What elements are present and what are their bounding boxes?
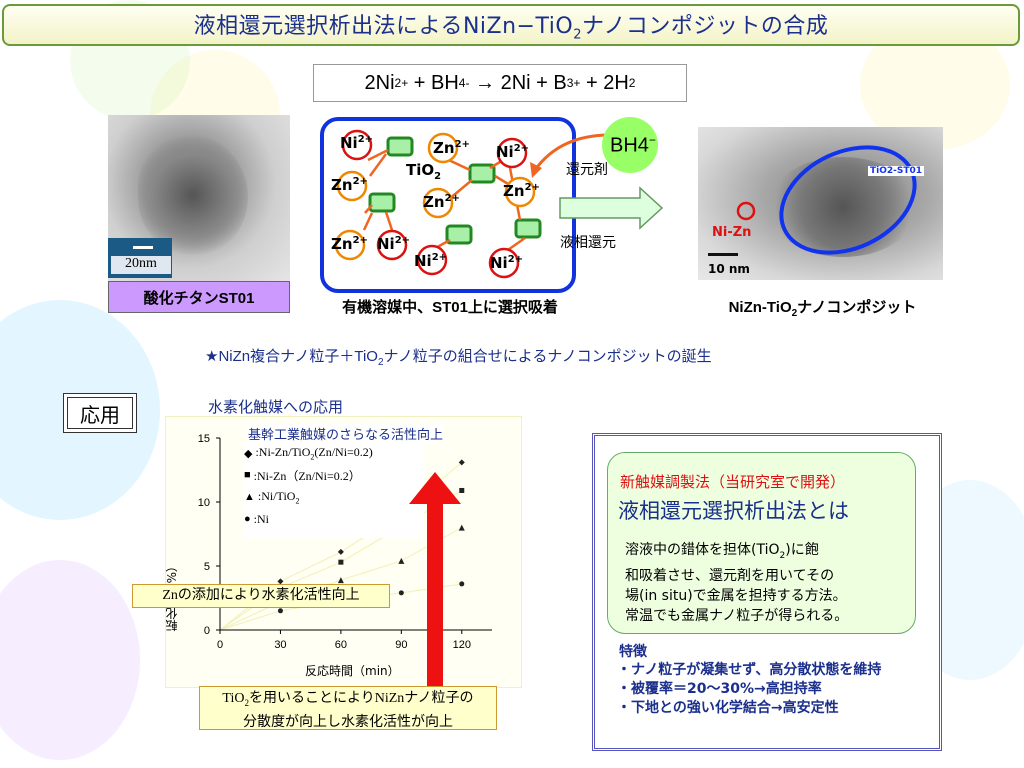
data-point-triangle [458,524,465,531]
triangle-marker-icon: ▲ [244,491,255,503]
nanocomposite-summary: ★NiZn複合ナノ粒子＋TiO2ナノ粒子の組合せによるナノコンポジットの誕生 [205,348,712,368]
ion-label-ni: Ni2+ [496,143,530,161]
y-tick-label: 5 [204,561,210,573]
ni-ion-circles [341,129,528,279]
nizn-tem-overlay [708,145,917,256]
data-point-diamond [277,578,284,585]
legend-item: ▲:Ni/TiO2 [244,488,300,506]
scale-bar-line [133,246,153,249]
adsorption-diagram-graphics [334,117,664,279]
title-bar: 液相還元選択析出法によるNiZn−TiO2ナノコンポジットの合成 [2,4,1020,46]
data-point-circle [459,581,465,587]
page-title: 液相還元選択析出法によるNiZn−TiO2ナノコンポジットの合成 [193,13,829,43]
x-tick-label: 0 [217,639,223,651]
ion-label-zn: Zn2+ [331,176,368,194]
zn-effect-note: Znの添加により水素化活性向上 [132,584,390,608]
liquid-reduction-label: 液相還元 [560,235,616,251]
data-point-circle [277,608,283,614]
diamond-marker-icon: ◆ [244,447,253,460]
application-label: 応用 [63,393,137,433]
ion-label-ni: Ni2+ [340,134,374,152]
x-tick-label: 30 [274,639,286,651]
method-subtitle: 新触媒調製法（当研究室で開発） [620,473,846,491]
circle-marker-icon: ● [244,513,251,525]
y-tick-label: 15 [198,433,210,445]
liquid-reduction-arrow [559,186,664,230]
ion-label-zn: Zn2+ [423,193,460,211]
ion-label-ni: Ni2+ [414,252,448,270]
nizn-photo-label: Ni-Zn [712,225,752,240]
hydrogenation-heading: 水素化触媒への応用 [208,398,344,416]
reductant-curve [533,133,611,171]
zn-ion-circles [334,132,536,261]
scale-bar-10nm [708,253,738,256]
ion-label-zn: Zn2+ [433,139,470,157]
chart-title: 基幹工業触媒のさらなる活性向上 [248,424,444,443]
x-tick-label: 120 [453,639,471,651]
ion-label-ni: Ni2+ [490,254,524,272]
data-point-triangle [398,557,405,564]
nizn-marker-circle [736,201,756,221]
data-point-diamond [337,548,344,555]
bh4-label: BH4− [610,133,656,157]
data-point-circle [398,590,404,596]
chart-legend: ◆:Ni-Zn/TiO2(Zn/Ni=0.2) ■:Ni-Zn（Zn/Ni=0.… [244,442,424,538]
x-tick-label: 60 [335,639,347,651]
scale-label-10nm: 10 nm [708,262,750,276]
features-list: ・ナノ粒子が凝集せず、高分散状態を維持 ・被覆率＝20〜30%→高担持率 ・下地… [617,661,881,718]
method-card [607,452,916,634]
tio2-outline-ellipse [779,145,917,255]
y-tick-label: 10 [198,497,210,509]
data-point-diamond [458,459,465,466]
scale-bar-label: 20nm [111,256,171,274]
adsorption-caption: 有機溶媒中、ST01上に選択吸着 [342,299,558,316]
nanocomposite-caption: NiZn-TiO2ナノコンポジット [728,299,917,319]
improvement-arrow [409,472,461,688]
legend-item: ◆:Ni-Zn/TiO2(Zn/Ni=0.2) [244,444,373,462]
x-axis-label: 反応時間（min） [305,664,400,678]
ion-label-ni: Ni2+ [377,235,411,253]
y-tick-label: 0 [204,625,210,637]
data-point-square [338,559,344,565]
features-heading: 特徴 [619,644,647,660]
feature-item: ・被覆率＝20〜30%→高担持率 [617,681,822,697]
tio2-st01-photo-label: TiO2-ST01 [868,166,925,176]
reductant-arrowhead [530,162,542,178]
reaction-arrow: → [475,71,496,94]
reductant-label: 還元剤 [566,162,608,178]
bh4-circle [602,117,658,173]
method-description: 溶液中の錯体を担体(TiO2)に飽 和吸着させ、還元剤を用いてその 場(in s… [625,542,849,624]
feature-item: ・下地との強い化学結合→高安定性 [617,700,839,716]
ion-label-zn: Zn2+ [331,235,368,253]
tio2-particles [368,136,542,245]
square-marker-icon: ■ [244,469,251,481]
feature-item: ・ナノ粒子が凝集せず、高分散状態を維持 [617,662,882,678]
background-bubble [0,560,140,760]
method-title: 液相還元選択析出法とは [618,499,849,523]
data-point-triangle [337,577,344,584]
legend-item: ●:Ni [244,511,269,526]
ion-label-zn: Zn2+ [503,182,540,200]
tio2-st01-label: 酸化チタンST01 [108,281,290,313]
legend-item: ■:Ni-Zn（Zn/Ni=0.2） [244,468,361,483]
tio2-effect-note: TiO2を用いることによりNiZnナノ粒子の 分散度が向上し水素化活性が向上 [199,686,497,730]
x-tick-label: 90 [395,639,407,651]
data-point-square [459,487,465,493]
tio2-label: TiO2 [406,161,442,182]
